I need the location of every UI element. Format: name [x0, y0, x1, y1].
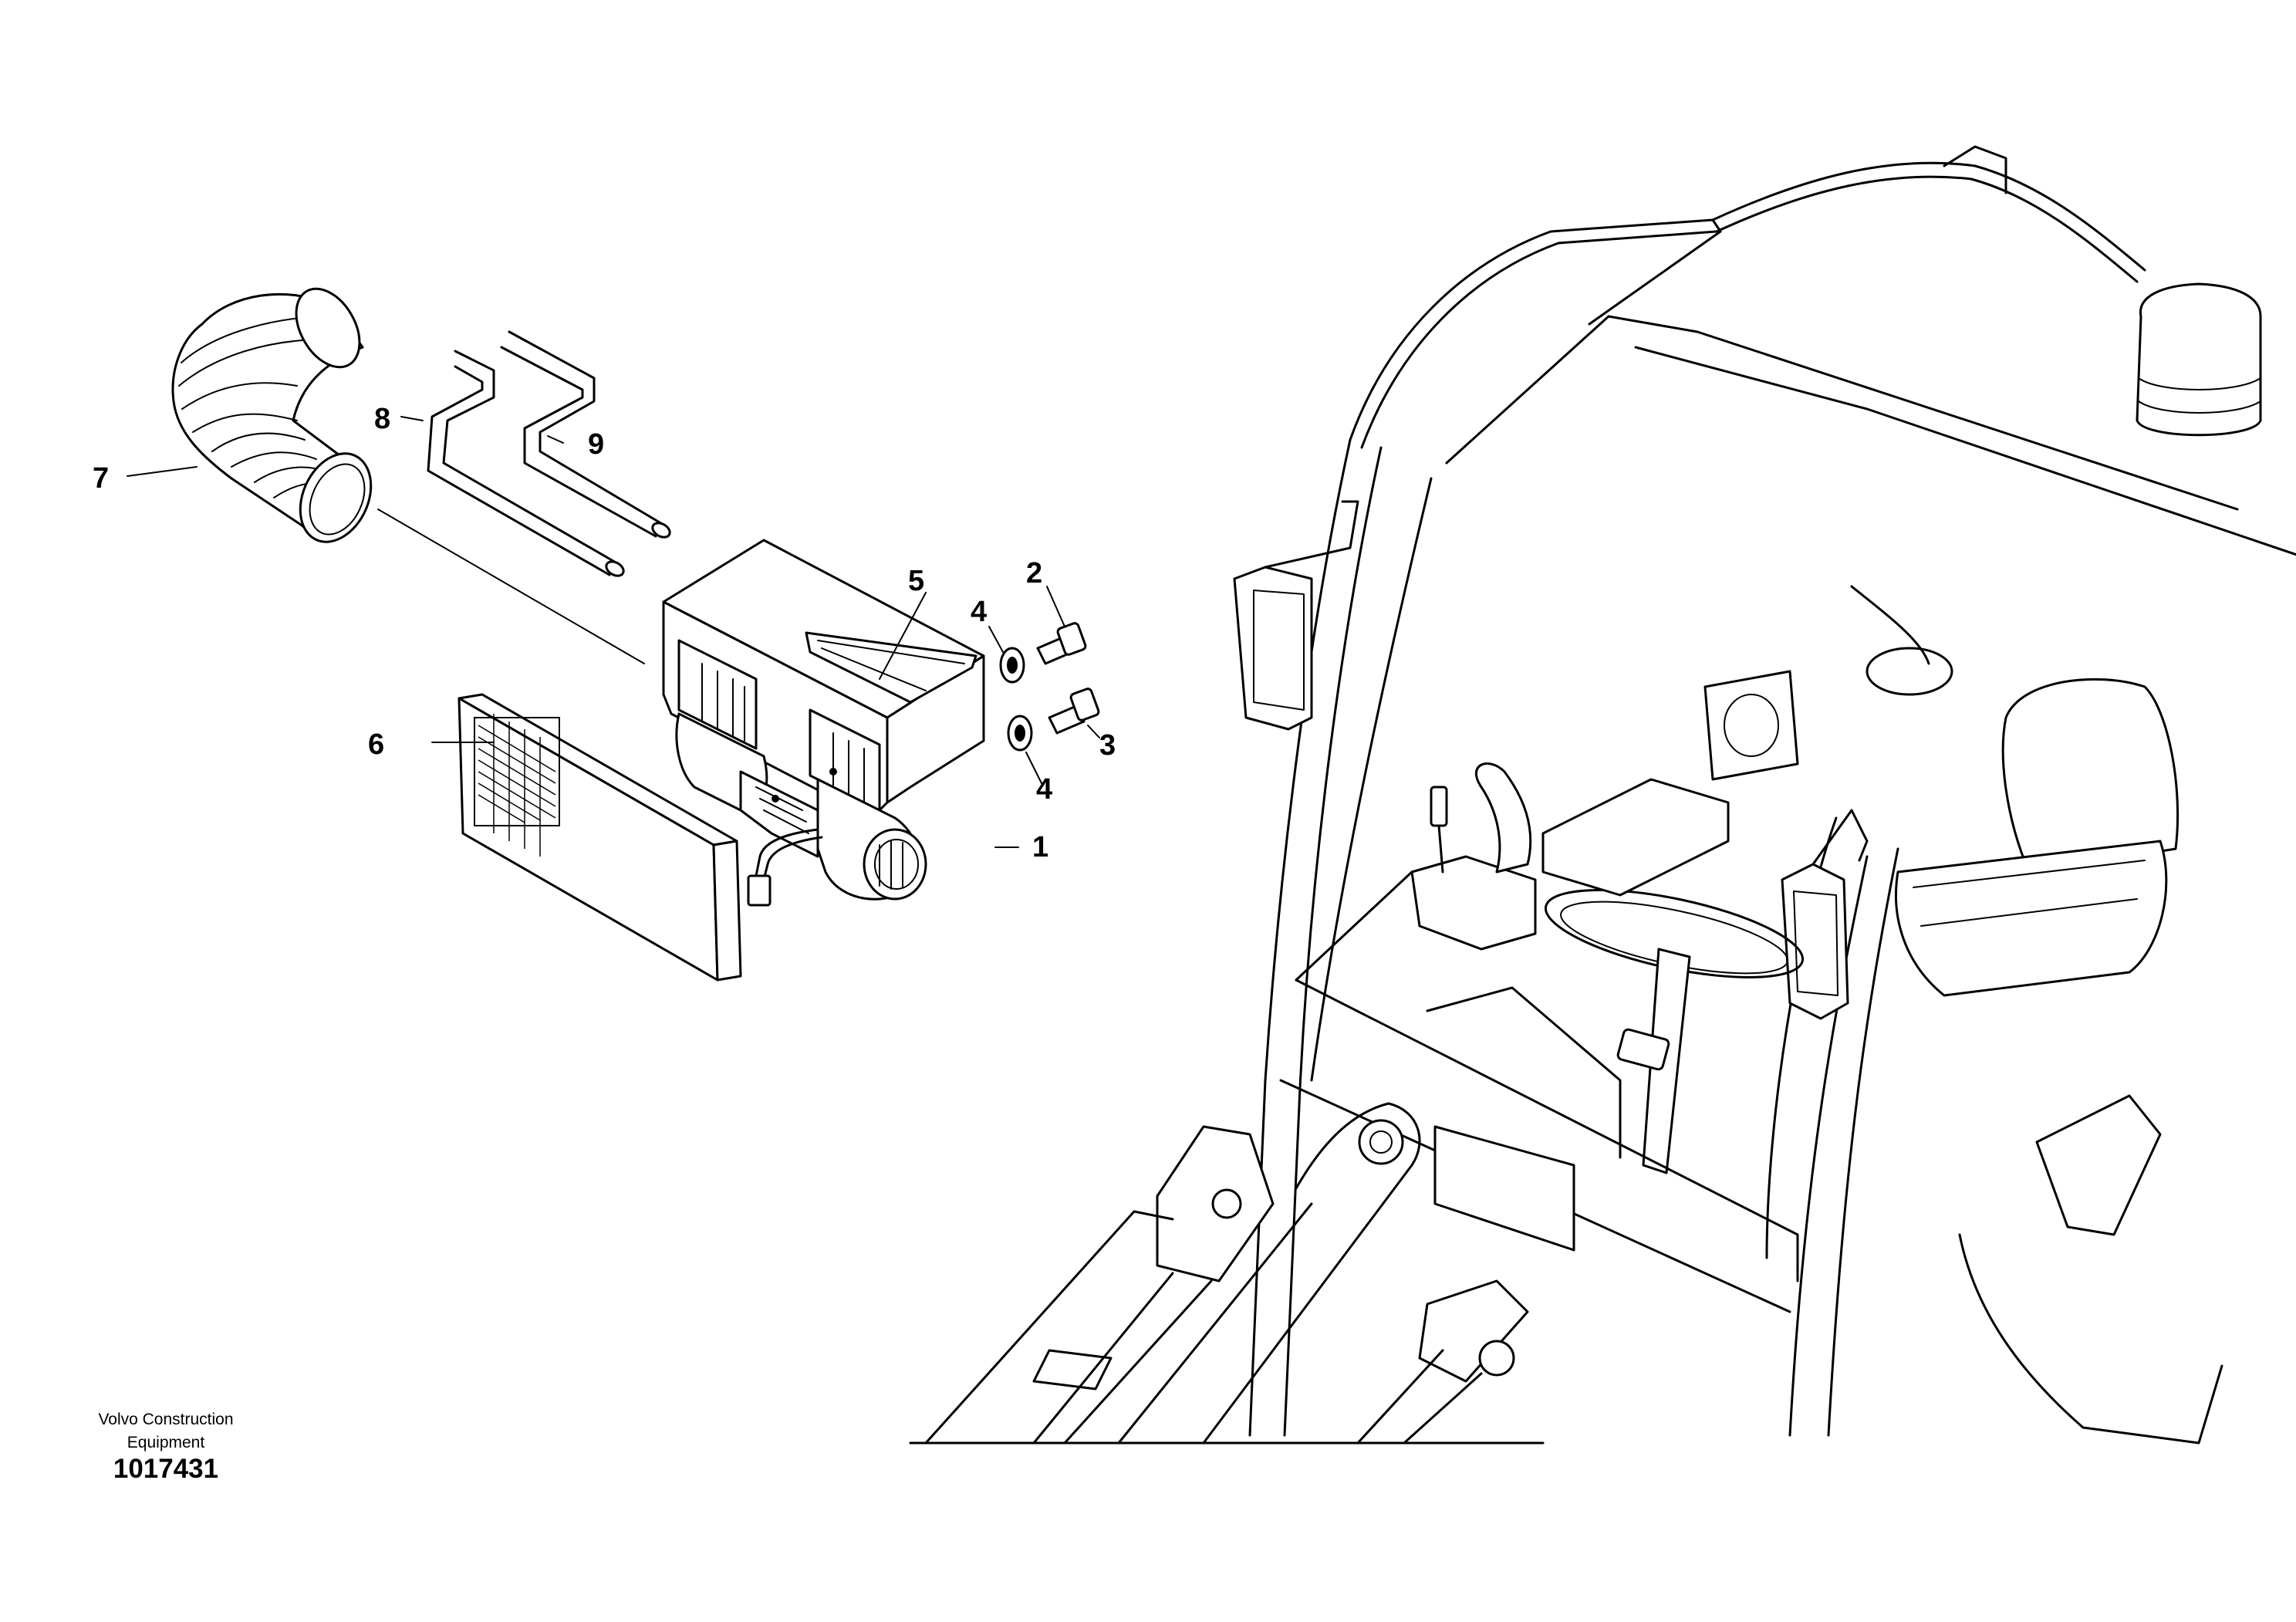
callout-4-lower: 4 — [1036, 773, 1052, 806]
figure-number: 1017431 — [113, 1454, 219, 1484]
filter-mesh-icon — [478, 714, 556, 857]
callout-9: 9 — [588, 428, 604, 461]
flex-hose-icon — [171, 287, 373, 543]
credit-line-1: Volvo Construction — [98, 1411, 234, 1428]
leader-lines — [127, 416, 1100, 848]
credit-line-2: Equipment — [127, 1434, 205, 1451]
air-filter-icon — [458, 693, 742, 982]
callout-6: 6 — [368, 728, 384, 761]
washer-icon — [1007, 715, 1033, 752]
heater-blower-unit-icon — [662, 539, 985, 907]
callout-8: 8 — [374, 403, 390, 435]
callout-3: 3 — [1099, 729, 1116, 762]
callout-4-upper: 4 — [971, 596, 987, 628]
callout-2: 2 — [1026, 557, 1042, 590]
callout-7: 7 — [93, 462, 109, 495]
bolt-icon — [1048, 688, 1100, 735]
heater-pipe-icon — [427, 330, 671, 577]
wheel-loader-cab-icon — [909, 145, 2296, 1445]
callout-1: 1 — [1032, 831, 1048, 863]
bolt-icon — [1036, 622, 1087, 665]
callout-5: 5 — [908, 565, 924, 597]
washer-icon — [999, 647, 1025, 684]
